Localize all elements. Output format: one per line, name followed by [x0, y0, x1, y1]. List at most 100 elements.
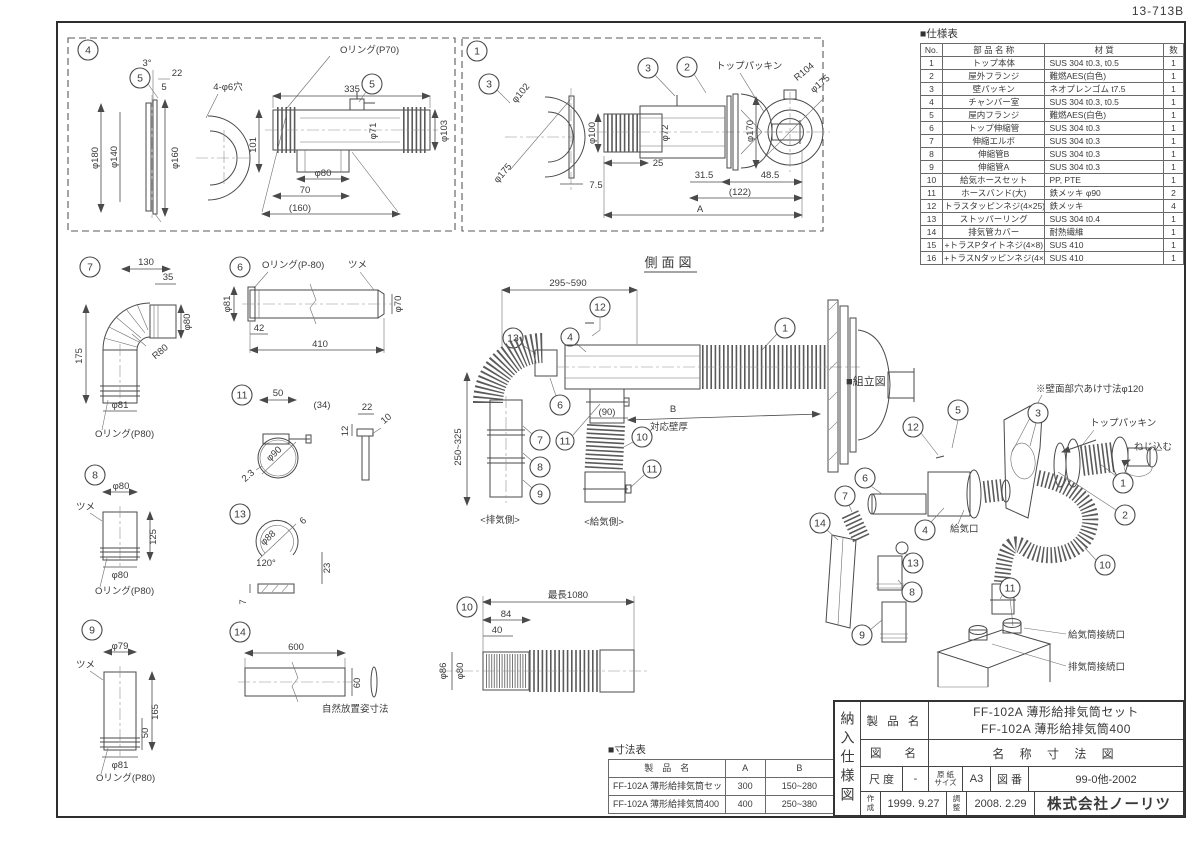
callout-2a: 2: [1114, 504, 1136, 526]
svg-text:9: 9: [859, 630, 865, 642]
callout-6s: 6: [549, 394, 571, 416]
dim-600: 600: [288, 642, 304, 653]
dim-r104: R104: [792, 61, 816, 84]
dim-40: 40: [492, 625, 503, 636]
label-natural-length: 自然放置姿寸法: [322, 703, 389, 715]
svg-text:8: 8: [92, 470, 98, 482]
dim-50: 50: [273, 388, 284, 399]
label-bolt-holes: 4-φ6穴: [213, 81, 243, 93]
callout-9a: 9: [851, 624, 873, 646]
drawing-name-label: 図名: [861, 740, 929, 766]
svg-text:11: 11: [647, 464, 658, 476]
dim-maxlen-1080: 最長1080: [548, 590, 588, 601]
drawing-number-value: 99-0他-2002: [1075, 774, 1137, 786]
svg-text:8: 8: [909, 587, 915, 599]
dim-101: 101: [248, 137, 259, 153]
callout-13: 13: [229, 503, 251, 525]
callout-14: 14: [229, 621, 251, 643]
svg-text:9: 9: [537, 489, 543, 501]
dimension-table-title: ■寸法表: [608, 744, 646, 756]
dim-d103: φ103: [439, 120, 450, 142]
svg-text:2: 2: [1122, 510, 1128, 522]
drawing-name-value: 名 称 寸 法 図: [992, 746, 1120, 761]
svg-text:7: 7: [87, 262, 93, 274]
dim-2-3: 2.3: [240, 468, 257, 485]
dim-160p: (160): [289, 203, 311, 214]
callout-11a: 11: [999, 577, 1021, 599]
dim-d90: φ90: [264, 444, 284, 463]
callout-5b: 5: [361, 73, 383, 95]
dim-84: 84: [501, 609, 512, 620]
dim-410: 410: [312, 339, 328, 350]
svg-text:11: 11: [560, 436, 571, 448]
dim-B: B: [670, 404, 676, 415]
callout-12: 12: [589, 296, 611, 318]
callout-1a: 1: [1112, 472, 1134, 494]
callout-14a: 14: [809, 512, 831, 534]
callout-6: 6: [229, 256, 251, 278]
dim-60: 60: [352, 678, 363, 689]
svg-text:1: 1: [782, 323, 788, 335]
callout-11: 11: [231, 384, 253, 406]
dim-d80: φ80: [455, 663, 466, 680]
dim-23: 23: [322, 563, 333, 574]
label-tsume: ツメ: [76, 660, 95, 671]
dim-34p: (34): [314, 400, 331, 411]
callout-3b: 3: [637, 57, 659, 79]
doc-number: 13-713B: [1132, 4, 1184, 18]
callout-3: 3: [478, 73, 500, 95]
svg-text:7: 7: [537, 435, 543, 447]
dim-d80-top: φ80: [113, 481, 130, 492]
side-view-title: 側面図: [644, 255, 695, 270]
dim-70: 70: [300, 185, 311, 196]
product-line-2: FF-102A 薄形給排気筒400: [981, 721, 1131, 736]
dim-3deg: 3°: [142, 58, 151, 69]
label-oring-p80: Oリング(P80): [96, 772, 155, 784]
dim-335: 335: [344, 84, 360, 95]
dim-90p: (90): [599, 407, 616, 418]
svg-text:5: 5: [137, 73, 143, 85]
svg-text:8: 8: [537, 462, 543, 474]
dim-d80: φ80: [182, 314, 193, 331]
dim-48-5: 48.5: [761, 170, 780, 181]
dim-d100: φ100: [587, 122, 598, 144]
callout-7s: 7: [529, 429, 551, 451]
label-intake-side: <給気側>: [584, 516, 624, 528]
dim-A: A: [697, 204, 704, 215]
dim-22: 22: [362, 402, 373, 413]
label-oring-p80: Oリング(P80): [95, 585, 154, 597]
dim-295-590: 295~590: [549, 278, 586, 289]
product-name-value: FF-102A 薄形給排気筒セット FF-102A 薄形給排気筒400: [929, 702, 1183, 739]
dim-250-325: 250~325: [453, 428, 464, 465]
product-name-label: 製 品 名: [861, 702, 929, 739]
svg-text:12: 12: [594, 302, 606, 314]
detail-1-top-body: 1 3 φ102 φ175 7.5 φ100 φ72 25 3: [461, 37, 832, 232]
callout-11s: 11: [555, 431, 575, 451]
detail-14-exhaust-pipe-cover: 14 600 60 自然放置姿寸法: [229, 621, 389, 715]
callout-1: 1: [466, 40, 488, 62]
dim-d81: φ81: [112, 400, 129, 411]
detail-9-extension-pipe-a: 9 φ79 ツメ 165 50 φ81 Oリング(P80): [76, 619, 161, 784]
dim-7: 7: [238, 599, 249, 604]
callout-10a: 10: [1094, 554, 1116, 576]
dim-d81: φ81: [222, 296, 233, 313]
svg-text:1: 1: [474, 46, 480, 58]
label-wall-thickness: 対応壁厚: [650, 421, 689, 433]
callout-10: 10: [456, 596, 478, 618]
svg-text:13: 13: [234, 509, 246, 521]
callout-9s: 9: [529, 483, 551, 505]
side-view: 側面図 295~590 12 13 4 1 250~325: [453, 255, 915, 528]
svg-text:2: 2: [684, 62, 690, 74]
detail-11-hose-band: 11 50 (34) φ90 2.3 22 12 10: [231, 384, 394, 485]
label-exhaust-connector: 排気筒接続口: [1068, 661, 1125, 673]
